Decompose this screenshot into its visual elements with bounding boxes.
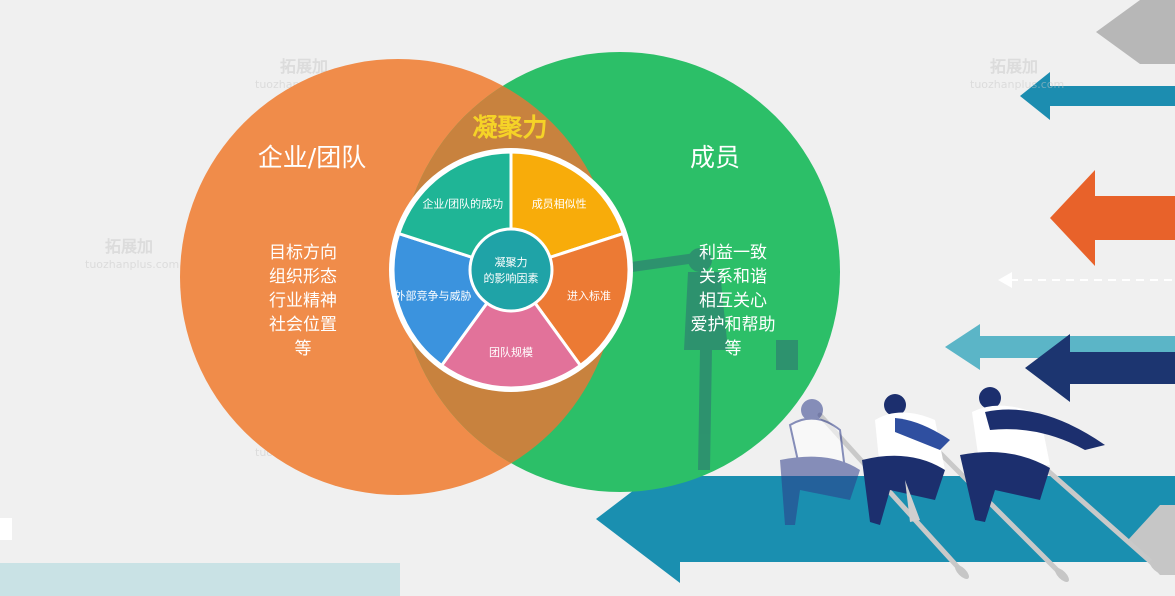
right-item: 等 — [725, 339, 742, 359]
watermark-brand: 拓展加 — [990, 57, 1038, 76]
watermark-brand: 拓展加 — [105, 237, 153, 256]
businessman-telescope-figure — [628, 248, 798, 470]
arrow-navy — [1025, 334, 1175, 402]
right-item: 关系和谐 — [699, 267, 767, 287]
right-item: 相互关心 — [699, 291, 767, 311]
arrow-gray-bottom — [1128, 505, 1175, 575]
pie-segment-label: 成员相似性 — [532, 197, 587, 211]
right-circle-title: 成员 — [690, 143, 740, 172]
pie-segment — [439, 267, 583, 390]
left-item: 行业精神 — [269, 291, 337, 311]
left-item: 目标方向 — [269, 243, 337, 263]
pie-center-line1: 凝聚力 — [495, 255, 528, 269]
left-item: 等 — [295, 339, 312, 359]
left-circle-title: 企业/团队 — [258, 143, 366, 172]
left-item: 社会位置 — [269, 315, 337, 335]
rowers-illustration — [780, 387, 1165, 582]
left-item: 组织形态 — [269, 267, 337, 287]
center-title: 凝聚力 — [472, 113, 547, 142]
watermark-url: tuozhanplus.com — [85, 258, 179, 271]
arrow-orange — [1050, 170, 1175, 266]
watermark-url: tuozhanplus.com — [970, 78, 1064, 91]
pie-segment-label: 外部竞争与威胁 — [395, 288, 472, 302]
pie-center-circle — [468, 227, 554, 313]
pie-center-line2: 的影响因素 — [484, 271, 539, 285]
left-edge-tab — [0, 518, 12, 540]
arrow-gray-top — [1096, 0, 1175, 64]
arrow-teal-top — [1020, 72, 1175, 120]
pie-segment-label: 进入标准 — [567, 288, 611, 302]
pie-segment-label: 企业/团队的成功 — [422, 197, 503, 211]
right-item: 利益一致 — [699, 243, 767, 263]
left-items: 目标方向 组织形态 行业精神 社会位置 等 — [269, 243, 337, 359]
bottom-left-stripe — [0, 563, 400, 596]
dashed-arrow-head — [998, 272, 1012, 288]
right-item: 爱护和帮助 — [691, 315, 776, 335]
right-items: 利益一致 关系和谐 相互关心 爱护和帮助 等 — [691, 243, 776, 359]
watermark-brand: 拓展加 — [280, 57, 328, 76]
pie-segment-label: 团队规模 — [489, 345, 533, 359]
